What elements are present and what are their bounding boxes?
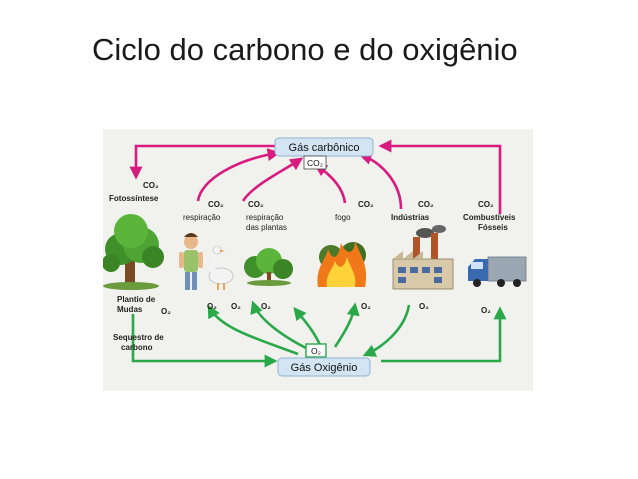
bush-icon [244,248,293,286]
arrow-oxygen-to-plant-respiration [250,300,309,351]
o2-label-planting: O₂ [161,307,171,316]
photosynthesis-label: Fotossíntese [109,194,159,203]
co2-label-plant-respiration: CO₂ [248,200,264,209]
sequestration-label-1: Sequestro de [113,333,164,342]
co2-formula-box [303,155,327,170]
o2-formula: O₂ [311,346,321,356]
o2-formula-box [305,343,327,358]
tree-icon [102,214,164,290]
o2-label-fossil: O₂ [481,306,491,315]
co2-box-label: Gás carbônico [289,142,360,154]
person-icon [179,233,203,290]
arrow-oxygen-to-fossil [381,306,507,363]
arrow-industries-to-co2 [358,152,403,210]
o2-box [277,357,371,377]
fire-label: fogo [335,213,351,222]
o2-arrows [131,300,507,368]
arrow-respiration-to-co2 [196,148,281,202]
sequestration-label-2: carbono [121,343,153,352]
industries-label: Indústrias [391,213,430,222]
fire-icon [317,241,367,287]
planting-label-1: Plantio de [117,295,156,304]
arrow-co2-to-photosynthesis [129,144,275,180]
goose-icon [208,245,234,290]
arrow-plant-respiration-to-co2 [241,157,304,202]
co2-formula: CO₂ [307,158,323,168]
fossil-fuels-label-1: Combustíveis [463,213,516,222]
factory-icon [392,225,454,290]
respiration-label: respiração [183,213,221,222]
arrow-industries-to-oxygen [362,304,411,357]
co2-label-respiration: CO₂ [208,200,224,209]
fossil-fuels-label-2: Fósseis [478,223,508,232]
o2-label-plant-respiration-2: O₂ [261,302,271,311]
truck-icon [468,256,527,287]
co2-label-fossil: CO₂ [478,200,494,209]
co2-label-photosynthesis: CO₂ [143,181,159,190]
co2-arrows [129,139,502,214]
arrow-sequestration-to-oxygen [131,314,278,368]
arrow-oxygen-to-respiration [207,304,299,356]
plant-respiration-label-2: das plantas [246,223,287,232]
o2-label-respiration: O₂ [207,302,217,311]
arrow-oxygen-to-industries [333,302,360,348]
o2-label-fire: O₂ [361,302,371,311]
carbon-oxygen-cycle-diagram: Gás carbônico CO₂ O₂ Gás Oxigênio CO₂ Fo… [102,129,533,391]
arrow-fossil-to-co2 [378,139,502,214]
arrow-oxygen-to-fire [293,306,323,348]
o2-label-plant-respiration-1: O₂ [231,302,241,311]
slide-title: Ciclo do carbono e do oxigênio [92,32,518,67]
co2-label-industries: CO₂ [418,200,434,209]
o2-label-industries: O₂ [419,302,429,311]
plant-respiration-label-1: respiração [246,213,284,222]
co2-label-fire: CO₂ [358,200,374,209]
planting-label-2: Mudas [117,305,143,314]
o2-box-label: Gás Oxigênio [291,362,358,374]
